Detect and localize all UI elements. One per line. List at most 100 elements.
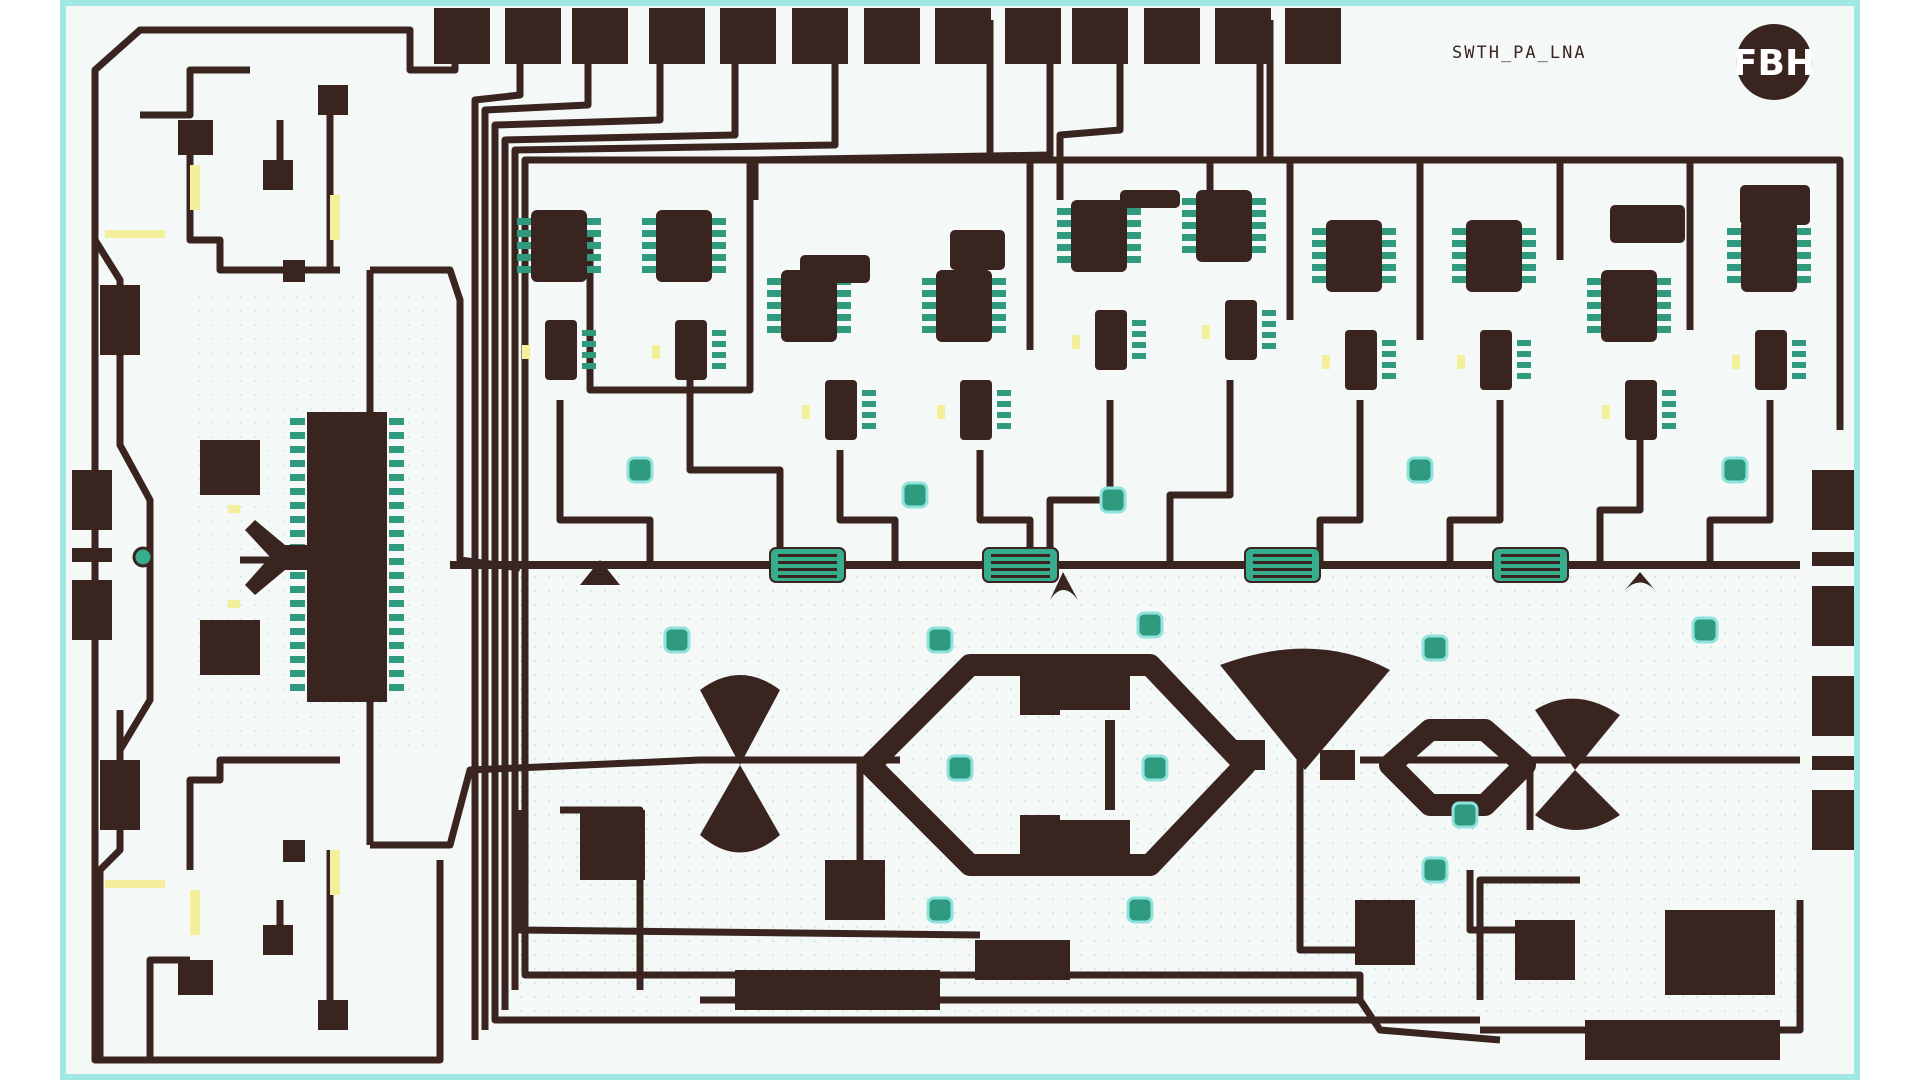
cell-finger: [922, 290, 936, 297]
cell-finger: [1182, 222, 1196, 229]
ground-via: [946, 754, 974, 782]
cell-finger: [1662, 423, 1676, 429]
cell-resistor: [937, 405, 945, 419]
cell-finger: [862, 401, 876, 407]
driver-finger: [290, 600, 305, 607]
cell-finger: [1312, 252, 1326, 259]
cell-finger: [1382, 351, 1396, 357]
meander-finger: [991, 554, 1050, 557]
cell-finger: [992, 302, 1006, 309]
cell-finger: [1262, 343, 1276, 349]
interdigital-capacitors: [769, 547, 1569, 583]
ground-via: [926, 896, 954, 924]
cell-finger: [1252, 210, 1266, 217]
bond-pad: [434, 8, 490, 64]
cell-finger: [1727, 276, 1741, 283]
meander-finger: [1501, 568, 1560, 571]
cell-finger: [1452, 264, 1466, 271]
cell-finger: [517, 266, 531, 273]
cell-finger: [1797, 228, 1811, 235]
base-capacitor: [675, 320, 707, 380]
cell-finger: [1452, 228, 1466, 235]
cell-resistor: [1072, 335, 1080, 349]
driver-finger: [389, 558, 404, 565]
driver-finger: [389, 418, 404, 425]
ground-via: [1136, 611, 1164, 639]
cell-finger: [1132, 353, 1146, 359]
driver-finger: [290, 572, 305, 579]
base-capacitor: [1225, 300, 1257, 360]
cell-finger: [992, 290, 1006, 297]
cell-finger: [1792, 340, 1806, 346]
bias-capacitor: [1740, 185, 1810, 225]
cell-finger: [1522, 252, 1536, 259]
transistor-cell: [1071, 200, 1127, 272]
meander-finger: [1501, 554, 1560, 557]
cell-finger: [1517, 373, 1531, 379]
cell-finger: [1792, 373, 1806, 379]
cell-finger: [1522, 264, 1536, 271]
cell-finger: [642, 254, 656, 261]
cell-finger: [1657, 314, 1671, 321]
cell-resistor: [1202, 325, 1210, 339]
cell-finger: [1382, 362, 1396, 368]
cell-finger: [837, 314, 851, 321]
base-capacitor: [1095, 310, 1127, 370]
driver-finger: [290, 656, 305, 663]
right-rf-port-top: [1812, 470, 1854, 646]
left-y-splitter: [132, 440, 310, 675]
cell-finger: [1382, 228, 1396, 235]
bond-pad: [505, 8, 561, 64]
driver-finger: [290, 474, 305, 481]
bias-capacitor: [950, 230, 1005, 270]
cell-finger: [837, 302, 851, 309]
bond-pad: [935, 8, 991, 64]
cell-finger: [1252, 234, 1266, 241]
bond-pad: [572, 8, 628, 64]
cell-finger: [992, 314, 1006, 321]
meander-finger: [778, 575, 837, 578]
base-capacitor: [1755, 330, 1787, 390]
cell-finger: [1657, 278, 1671, 285]
cell-finger: [712, 242, 726, 249]
cell-finger: [1727, 264, 1741, 271]
base-capacitor: [1480, 330, 1512, 390]
driver-finger: [389, 600, 404, 607]
transistor-cell: [1601, 270, 1657, 342]
cell-finger: [1132, 342, 1146, 348]
bond-pad: [720, 8, 776, 64]
cell-finger: [767, 314, 781, 321]
transistor-cell: [1466, 220, 1522, 292]
cell-finger: [582, 352, 596, 358]
cell-finger: [1382, 240, 1396, 247]
cell-finger: [1662, 390, 1676, 396]
cell-resistor: [522, 345, 530, 359]
ground-via: [1721, 456, 1749, 484]
cell-finger: [992, 278, 1006, 285]
cell-finger: [1517, 351, 1531, 357]
driver-finger: [290, 628, 305, 635]
ground-via: [1691, 616, 1719, 644]
cell-finger: [1382, 252, 1396, 259]
cell-finger: [767, 278, 781, 285]
driver-finger: [389, 544, 404, 551]
cell-finger: [1452, 240, 1466, 247]
meander-finger: [778, 554, 837, 557]
cell-finger: [1792, 351, 1806, 357]
driver-finger: [290, 418, 305, 425]
bias-capacitor: [1120, 190, 1180, 208]
transistor-cell: [1196, 190, 1252, 262]
meander-finger: [991, 561, 1050, 564]
driver-finger: [389, 432, 404, 439]
cell-finger: [1127, 208, 1141, 215]
base-capacitor: [960, 380, 992, 440]
cell-finger: [642, 242, 656, 249]
bond-pad: [1285, 8, 1341, 64]
cell-finger: [1252, 222, 1266, 229]
cell-finger: [1792, 362, 1806, 368]
cell-resistor: [652, 345, 660, 359]
ground-via: [663, 626, 691, 654]
cell-finger: [1132, 331, 1146, 337]
cell-finger: [1057, 244, 1071, 251]
